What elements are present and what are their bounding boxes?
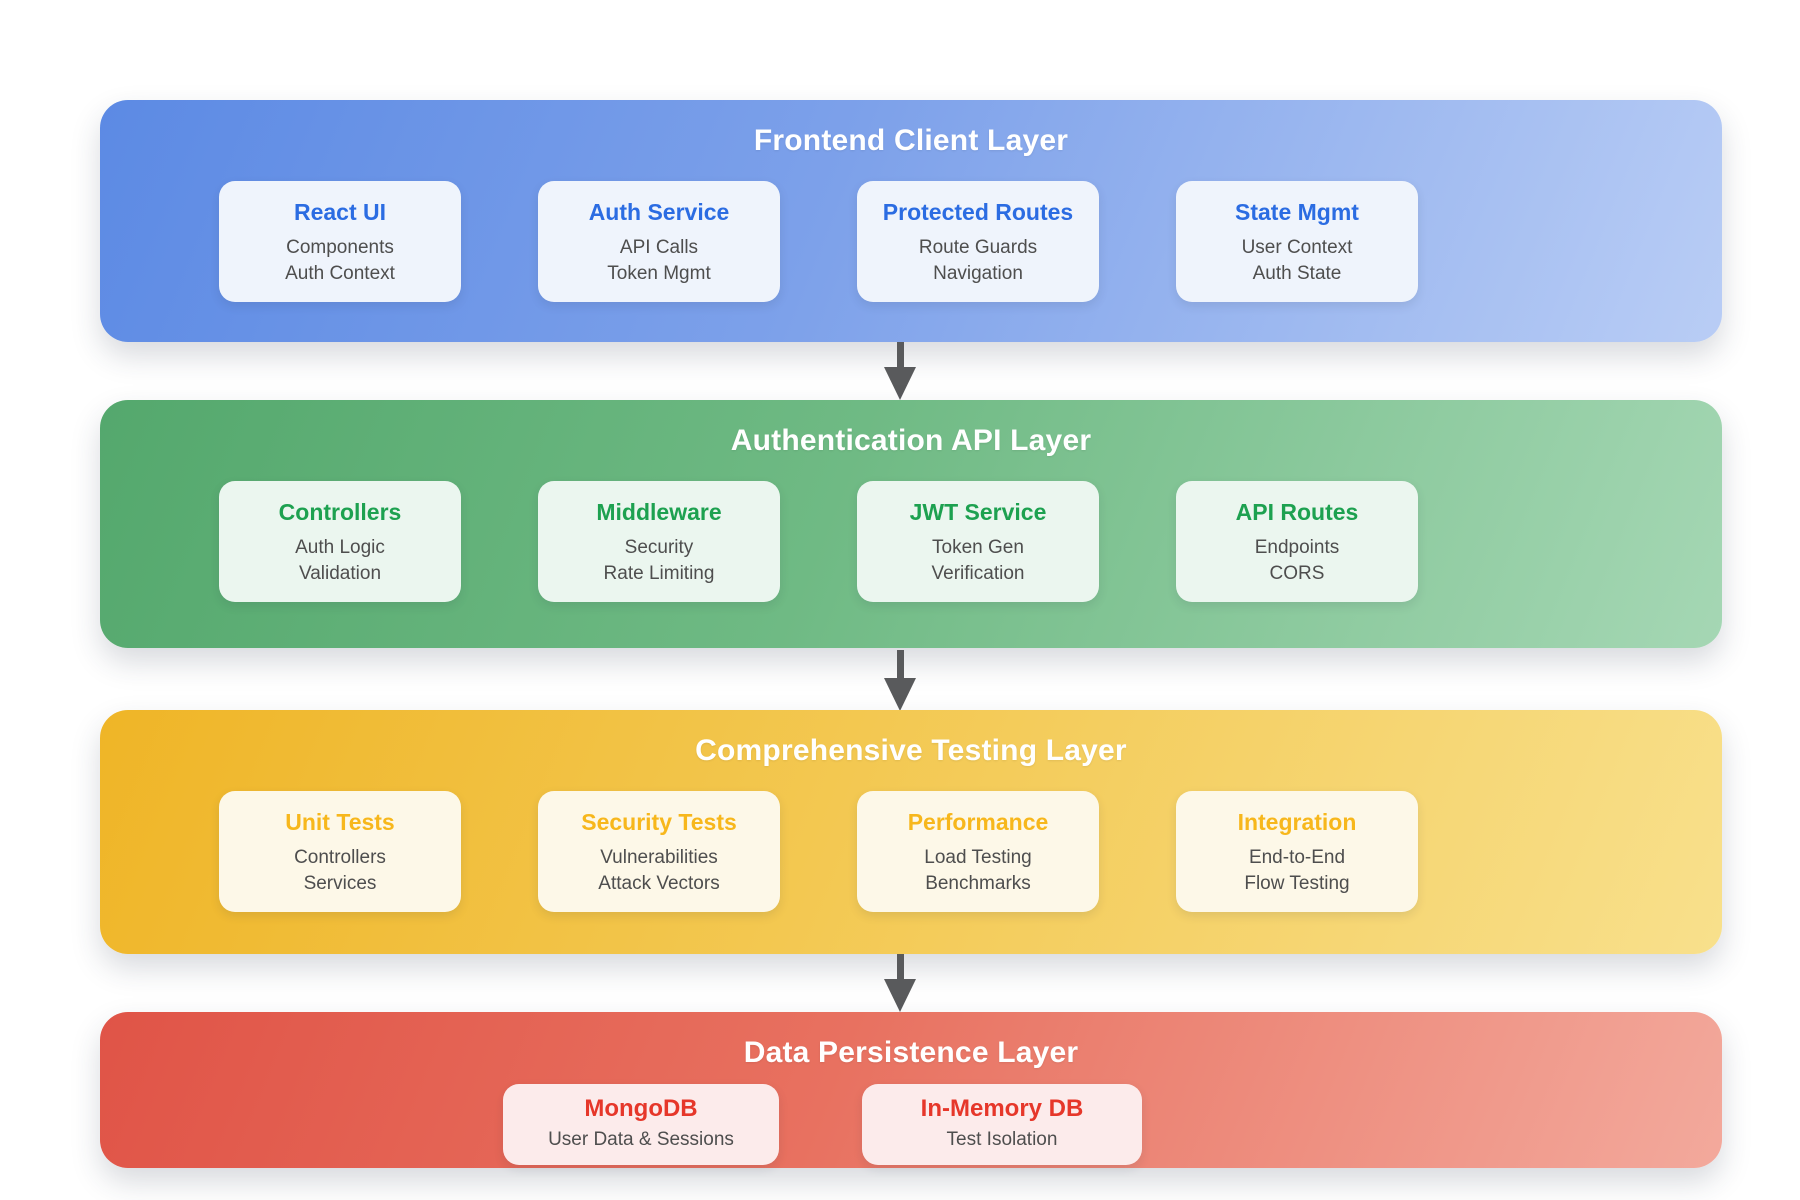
card-subtitle-line: Endpoints	[1254, 537, 1340, 558]
card-jwt-service: JWT Service Token Gen Verification	[857, 481, 1099, 602]
card-subtitle-line: End-to-End	[1248, 847, 1346, 868]
card-subtitle-line: Navigation	[933, 263, 1023, 284]
card-subtitle-line: Benchmarks	[925, 873, 1031, 894]
layer-data-persistence: Data Persistence Layer MongoDB User Data…	[100, 1012, 1722, 1168]
arrow-head-icon	[884, 979, 916, 1012]
card-title: State Mgmt	[1235, 199, 1359, 225]
card-subtitle-line: CORS	[1269, 563, 1325, 584]
flow-arrow-testing-to-data	[883, 954, 917, 1012]
card-security-tests: Security Tests Vulnerabilities Attack Ve…	[538, 791, 780, 912]
card-subtitle-line: Load Testing	[924, 847, 1032, 868]
card-state-mgmt: State Mgmt User Context Auth State	[1176, 181, 1418, 302]
card-subtitle-line: Auth Context	[285, 263, 395, 284]
card-auth-service: Auth Service API Calls Token Mgmt	[538, 181, 780, 302]
arrow-head-icon	[884, 367, 916, 400]
card-subtitle-line: User Data & Sessions	[548, 1129, 734, 1150]
card-middleware: Middleware Security Rate Limiting	[538, 481, 780, 602]
arrow-shaft	[896, 650, 904, 678]
card-title: Performance	[907, 809, 1049, 835]
card-title: Controllers	[278, 499, 402, 525]
card-api-routes: API Routes Endpoints CORS	[1176, 481, 1418, 602]
layer-title-testing: Comprehensive Testing Layer	[695, 734, 1127, 767]
card-subtitle-line: Services	[303, 873, 377, 894]
card-subtitle-line: Rate Limiting	[603, 563, 715, 584]
card-in-memory-db: In-Memory DB Test Isolation	[862, 1084, 1142, 1165]
card-subtitle-line: Test Isolation	[946, 1129, 1058, 1150]
card-protected-routes: Protected Routes Route Guards Navigation	[857, 181, 1099, 302]
card-subtitle-line: Validation	[298, 563, 382, 584]
card-title: JWT Service	[909, 499, 1047, 525]
card-subtitle-line: Vulnerabilities	[600, 847, 718, 868]
arrow-shaft	[896, 954, 904, 979]
card-subtitle-line: Verification	[931, 563, 1025, 584]
card-subtitle-line: Token Gen	[932, 537, 1024, 558]
layer-title-frontend: Frontend Client Layer	[753, 124, 1069, 157]
layer-title-data: Data Persistence Layer	[743, 1036, 1079, 1069]
card-title: React UI	[293, 199, 387, 225]
card-subtitle-line: Components	[286, 237, 394, 258]
api-cards-row: Controllers Auth Logic Validation Middle…	[219, 481, 1418, 602]
testing-cards-row: Unit Tests Controllers Services Security…	[219, 791, 1418, 912]
card-react-ui: React UI Components Auth Context	[219, 181, 461, 302]
card-unit-tests: Unit Tests Controllers Services	[219, 791, 461, 912]
card-title: API Routes	[1235, 499, 1359, 525]
card-subtitle-line: Auth State	[1252, 263, 1342, 284]
card-controllers: Controllers Auth Logic Validation	[219, 481, 461, 602]
card-title: Auth Service	[588, 199, 730, 225]
layer-authentication-api: Authentication API Layer Controllers Aut…	[100, 400, 1722, 648]
card-subtitle-line: User Context	[1241, 237, 1353, 258]
card-subtitle-line: Token Mgmt	[607, 263, 711, 284]
card-subtitle-line: API Calls	[619, 237, 699, 258]
layer-title-api: Authentication API Layer	[730, 424, 1092, 457]
card-integration: Integration End-to-End Flow Testing	[1176, 791, 1418, 912]
card-subtitle-line: Flow Testing	[1244, 873, 1350, 894]
flow-arrow-frontend-to-api	[883, 342, 917, 400]
card-subtitle-line: Attack Vectors	[598, 873, 720, 894]
arrow-shaft	[896, 342, 904, 367]
data-cards-row: MongoDB User Data & Sessions In-Memory D…	[503, 1084, 1142, 1165]
card-subtitle-line: Auth Logic	[295, 537, 385, 558]
card-subtitle-line: Security	[624, 537, 694, 558]
layer-frontend-client: Frontend Client Layer React UI Component…	[100, 100, 1722, 342]
flow-arrow-api-to-testing	[883, 650, 917, 711]
card-title: MongoDB	[584, 1095, 698, 1122]
card-subtitle-line: Route Guards	[918, 237, 1038, 258]
card-performance: Performance Load Testing Benchmarks	[857, 791, 1099, 912]
card-title: Unit Tests	[285, 809, 395, 835]
card-subtitle-line: Controllers	[294, 847, 386, 868]
card-title: Integration	[1237, 809, 1357, 835]
card-title: In-Memory DB	[920, 1095, 1084, 1122]
card-title: Middleware	[596, 499, 722, 525]
card-title: Protected Routes	[882, 199, 1074, 225]
layer-comprehensive-testing: Comprehensive Testing Layer Unit Tests C…	[100, 710, 1722, 954]
frontend-cards-row: React UI Components Auth Context Auth Se…	[219, 181, 1418, 302]
card-title: Security Tests	[581, 809, 737, 835]
arrow-head-icon	[884, 678, 916, 711]
card-mongodb: MongoDB User Data & Sessions	[503, 1084, 779, 1165]
